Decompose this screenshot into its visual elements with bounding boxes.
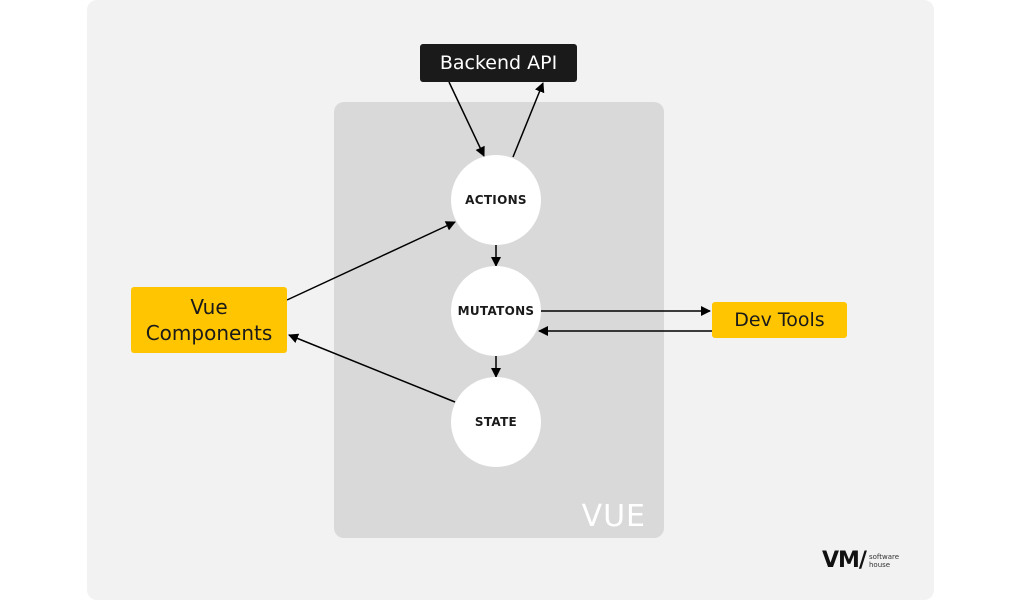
vue-container-label: VUE bbox=[581, 499, 646, 534]
actions-node: ACTIONS bbox=[451, 155, 541, 245]
state-node: STATE bbox=[451, 377, 541, 467]
dev-tools-box: Dev Tools bbox=[712, 302, 847, 338]
mutations-node: MUTATONS bbox=[451, 266, 541, 356]
logo-mark: VM/ bbox=[822, 548, 867, 573]
vm-software-house-logo: VM/ software house bbox=[822, 548, 899, 573]
logo-text: software house bbox=[868, 552, 900, 569]
backend-api-box: Backend API bbox=[420, 44, 577, 82]
vue-components-box: Vue Components bbox=[131, 287, 287, 353]
